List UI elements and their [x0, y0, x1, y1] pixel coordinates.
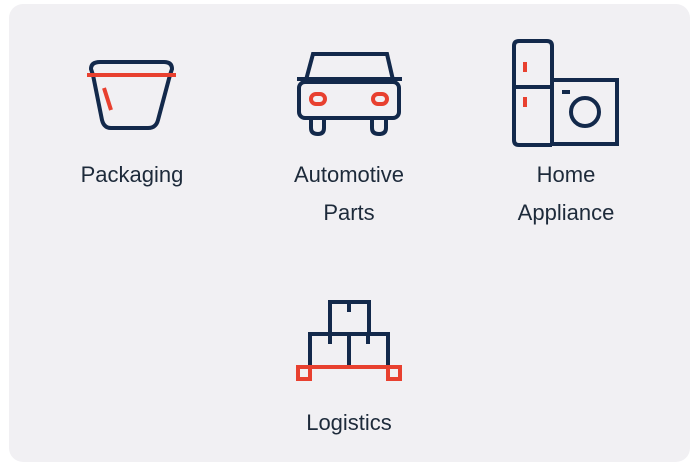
industry-label: Automotive: [293, 162, 405, 187]
industry-packaging[interactable]: Packaging: [32, 156, 232, 194]
industry-label: Parts: [323, 200, 375, 225]
industries-panel: [9, 4, 690, 462]
industry-home-appliance[interactable]: Home Appliance: [466, 156, 666, 232]
industry-label: Home: [536, 162, 596, 187]
industry-label: Logistics: [306, 410, 392, 435]
industry-label: Appliance: [517, 200, 615, 225]
industry-logistics[interactable]: Logistics: [249, 404, 449, 442]
industry-label: Packaging: [80, 162, 184, 187]
industry-automotive-parts[interactable]: Automotive Parts: [249, 156, 449, 232]
